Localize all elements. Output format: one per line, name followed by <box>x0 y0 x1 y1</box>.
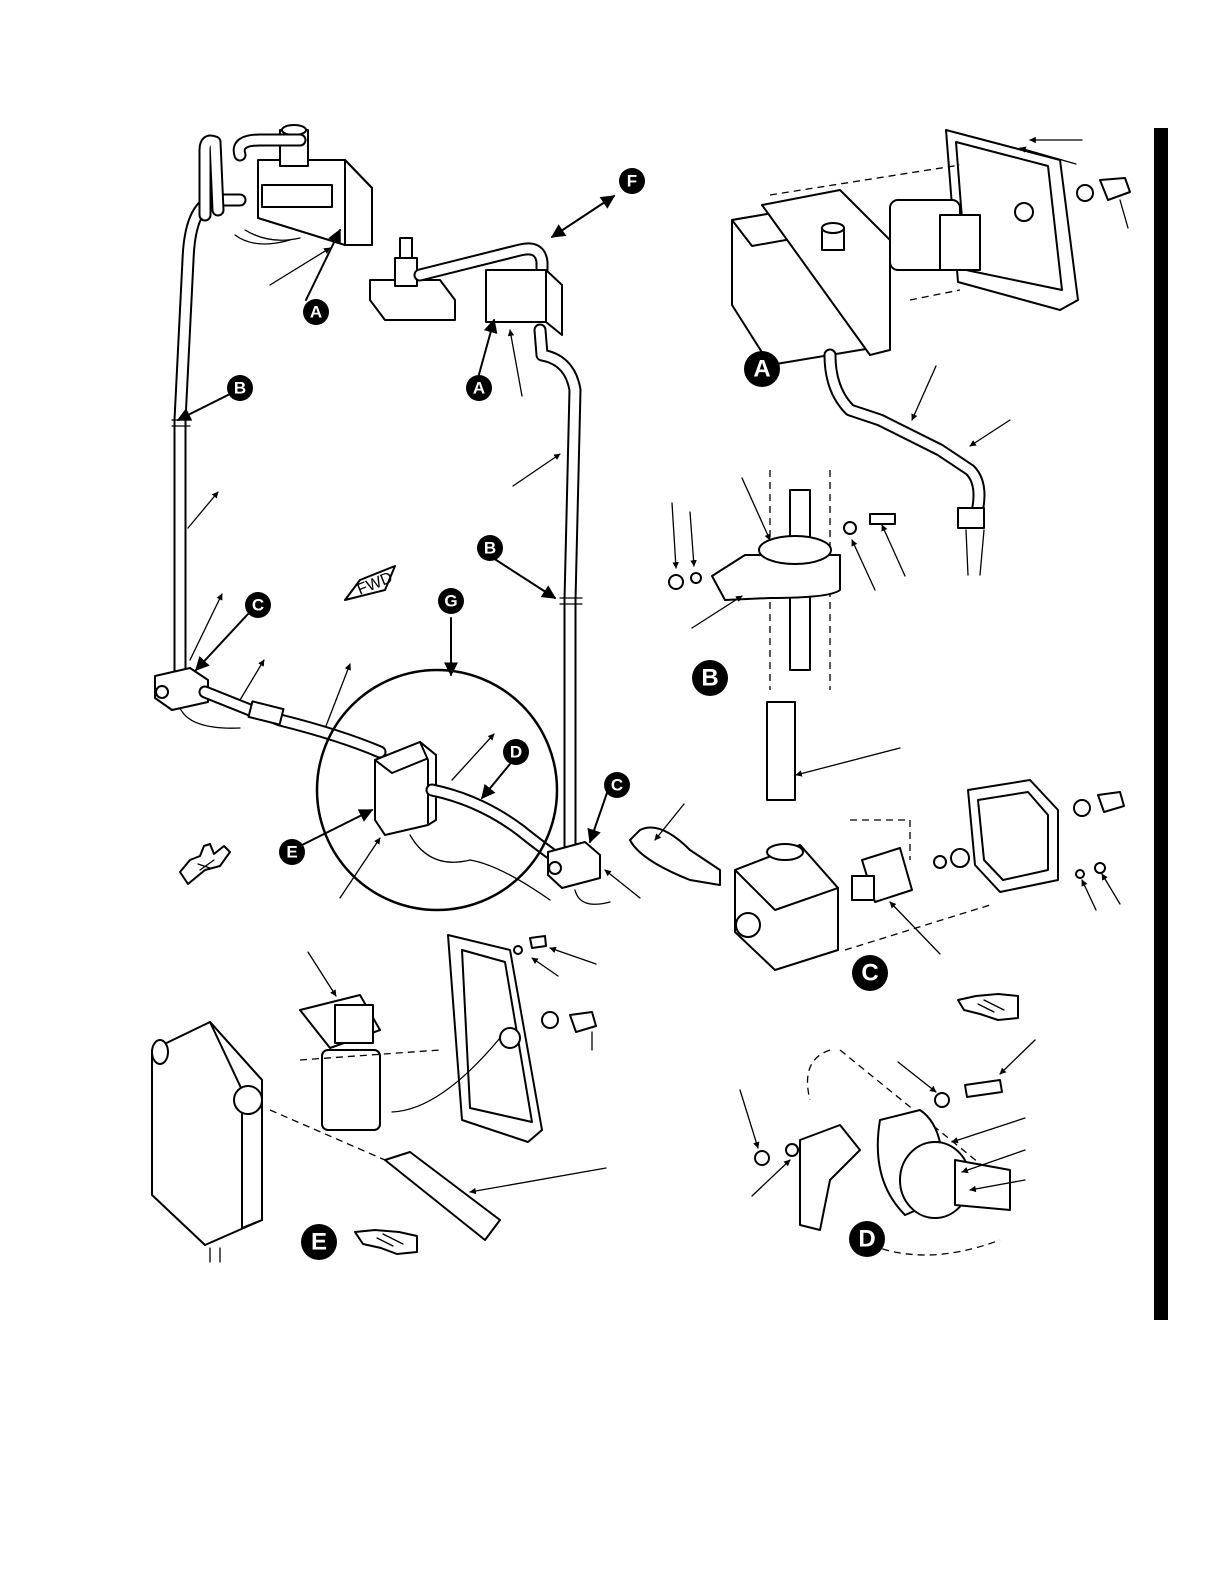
forward-direction-arrow: FWD <box>345 566 395 600</box>
right-vertical-pipe <box>540 330 582 850</box>
pointing-hand-icon <box>180 844 230 884</box>
detail-d <box>740 1040 1035 1255</box>
svg-text:E: E <box>311 1229 327 1256</box>
detail-b <box>669 470 905 690</box>
detail-e <box>152 935 606 1262</box>
svg-text:C: C <box>861 960 878 987</box>
callout-d: D <box>503 739 529 765</box>
page-side-bar <box>1154 128 1168 1320</box>
svg-text:D: D <box>510 743 522 762</box>
pointing-hand-icon <box>958 994 1018 1020</box>
callout-e: E <box>279 839 305 865</box>
center-control-box <box>375 742 560 900</box>
detail-label-b: B <box>692 660 728 696</box>
detail-label-e: E <box>301 1224 337 1260</box>
svg-text:E: E <box>286 843 297 862</box>
horizontal-hose <box>249 701 380 752</box>
callout-c-right: C <box>604 772 630 798</box>
top-right-valve-assembly <box>370 238 562 335</box>
detail-label-a: A <box>744 351 780 387</box>
callout-b-left: B <box>227 375 253 401</box>
top-left-valve-assembly <box>235 125 372 245</box>
svg-text:F: F <box>627 172 637 191</box>
callout-c-left: C <box>245 592 271 618</box>
svg-text:A: A <box>473 379 485 398</box>
detail-label-c: C <box>852 955 888 991</box>
svg-text:B: B <box>234 379 246 398</box>
svg-text:C: C <box>252 596 264 615</box>
svg-text:D: D <box>858 1226 875 1253</box>
callout-b-right: B <box>477 535 503 561</box>
callout-a-mid: A <box>466 375 492 401</box>
callout-a-top: A <box>303 299 329 325</box>
svg-text:B: B <box>701 665 718 692</box>
detail-label-d: D <box>849 1221 885 1257</box>
callout-g: G <box>438 588 464 614</box>
right-bottom-fitting <box>548 842 610 904</box>
svg-text:A: A <box>310 303 322 322</box>
svg-text:G: G <box>444 592 457 611</box>
callout-f: F <box>619 168 645 194</box>
left-vertical-pipe <box>180 141 240 670</box>
main-assembly: FWD <box>155 125 640 910</box>
left-bottom-fitting <box>155 420 250 728</box>
svg-text:B: B <box>484 539 496 558</box>
svg-text:C: C <box>611 776 623 795</box>
pointing-hand-icon <box>355 1230 417 1254</box>
svg-text:A: A <box>753 356 770 383</box>
f-double-arrow <box>552 196 614 237</box>
